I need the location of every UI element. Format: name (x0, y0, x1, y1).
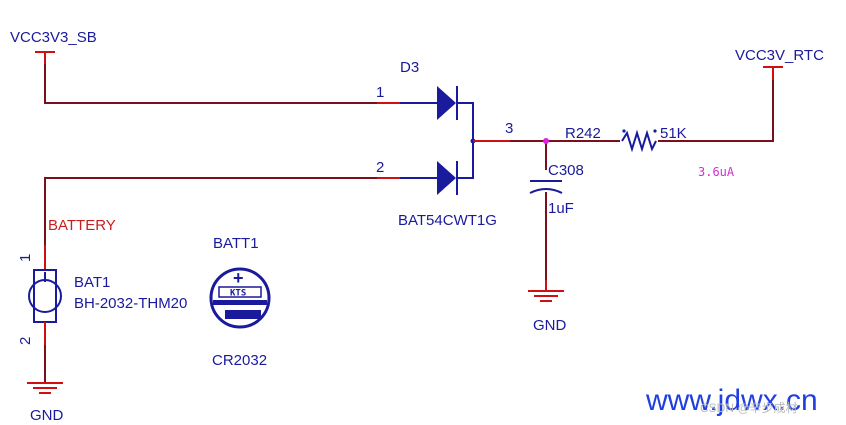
watermark-csdn: CSDN @辛步成材 (700, 401, 798, 415)
capacitor-c308: C308 1uF (529, 162, 584, 217)
wire-battery-to-diode (44, 177, 377, 268)
current-annotation: 3.6uA (698, 165, 735, 179)
batt1-part-label: CR2032 (212, 352, 267, 369)
wire-vcc-to-diode (44, 64, 377, 104)
coin-cell-bar-bottom (225, 310, 261, 319)
net-label-vcc3v-rtc: VCC3V_RTC (735, 47, 824, 64)
wire-resistor-to-rtc (658, 80, 774, 142)
ground-label-left: GND (30, 407, 64, 424)
capacitor-value-label: 1uF (548, 200, 574, 217)
power-port-vcc3v3-sb (35, 51, 55, 64)
resistor-r242: R242 51K (565, 125, 687, 153)
resistor-value-label: 51K (660, 125, 687, 142)
coin-cell-batt1: BATT1 + KTS CR2032 (209, 235, 271, 369)
bat1-pin1-label: 1 (17, 254, 34, 262)
diode-pin3-label: 3 (505, 120, 513, 137)
resistor-ref-label: R242 (565, 125, 601, 142)
ground-symbol-left: GND (27, 382, 64, 424)
diode-d3: D3 1 2 3 BAT54CWT1G (376, 59, 513, 229)
coin-cell-plus: + (233, 268, 244, 288)
batt1-ref-label: BATT1 (213, 235, 259, 252)
ground-symbol-cap: GND (528, 280, 567, 334)
diode-upper-symbol (437, 86, 456, 120)
coin-cell-outline (209, 267, 271, 329)
net-label-vcc3v3-sb: VCC3V3_SB (10, 29, 97, 46)
wires (44, 64, 774, 383)
diode-lower-symbol (437, 161, 456, 195)
coin-cell-logo: KTS (230, 289, 246, 299)
power-port-vcc3v-rtc (763, 66, 783, 80)
net-label-battery: BATTERY (48, 217, 116, 234)
battery-holder-bat1: 1 2 BAT1 BH-2032-THM20 (17, 245, 187, 345)
diode-part-label: BAT54CWT1G (398, 212, 497, 229)
bat1-pin2-label: 2 (17, 337, 34, 345)
ground-label-cap: GND (533, 317, 567, 334)
diode-ref-label: D3 (400, 59, 419, 76)
diode-pin1-label: 1 (376, 84, 384, 101)
bat1-ref-label: BAT1 (74, 274, 110, 291)
coin-cell-bar-top (213, 300, 267, 305)
watermark-site: www.jdwx.cn (645, 384, 818, 417)
bat1-part-label: BH-2032-THM20 (74, 295, 187, 312)
junction-dot (543, 138, 549, 144)
capacitor-ref-label: C308 (548, 162, 584, 179)
diode-pin2-label: 2 (376, 159, 384, 176)
resistor-zigzag (621, 129, 657, 153)
